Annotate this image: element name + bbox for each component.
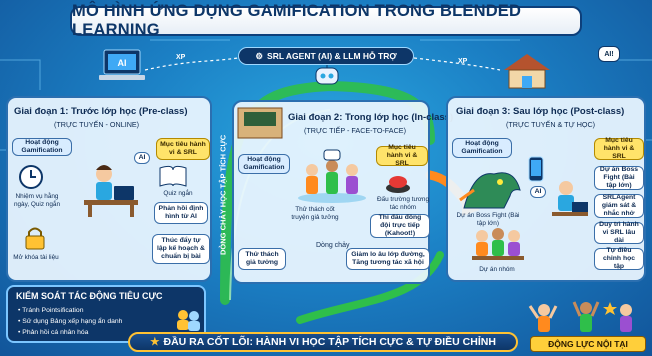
gear-icon: ⚙ — [255, 50, 264, 61]
stage-2-activity-pill: Hoạt động Gamification — [238, 154, 290, 174]
stage-3-persist-pill: Duy trì hành vi SRL lâu dài — [594, 221, 644, 244]
robot-icon — [312, 64, 342, 88]
core-output-banner: ★ ĐẦU RA CỐT LÕI: HÀNH VI HỌC TẬP TÍCH C… — [128, 332, 518, 352]
stage-2-subtitle: (TRỰC TIẾP - FACE-TO-FACE) — [304, 126, 406, 135]
stage-1-quiz-label: Quiz ngắn — [163, 190, 193, 197]
vertical-flow-label: DÒNG CHẢY HỌC TẬP TÍCH CỰC — [218, 134, 228, 256]
stage-3-group-label: Dự án nhóm — [479, 266, 515, 273]
stage-3-self-adjust-pill: Tự điều chỉnh học tập — [594, 247, 644, 270]
srl-agent-banner: ⚙ SRL AGENT (AI) & LLM HỖ TRỢ — [238, 47, 414, 65]
student-laptop-icon — [548, 178, 590, 222]
stage-2-goal-pill: Mục tiêu hành vi & SRL — [376, 144, 428, 167]
stage-3-agent-pill: SRLAgent giám sát & nhắc nhở — [594, 194, 644, 218]
laptop-ai-icon: AI — [98, 48, 146, 82]
stage-2-social-pill: Giảm lo âu lớp đường, Tăng tương tác xã … — [346, 248, 430, 270]
stage-2-teamwork-label: Đấu trường tương tác nhóm — [376, 196, 430, 211]
intrinsic-motivation-badge: ĐỘNG LỰC NỘI TẠI — [530, 336, 646, 352]
phone-icon — [528, 156, 544, 182]
group-project-icon — [468, 226, 528, 264]
stage-2-kahoot-pill: Thi đấu đồng đội trực tiếp (Kahoot!) — [370, 214, 430, 238]
stage-3-goal-pill: Mục tiêu hành vi & SRL — [594, 137, 644, 160]
celebrating-people-icon — [526, 298, 646, 336]
stage-2-story-label: Thử thách cốt truyện giả tưởng — [291, 206, 339, 221]
stage-1-ai-badge: AI — [134, 152, 150, 164]
stage-1-goal-pill: Mục tiêu hành vi & SRL — [156, 138, 210, 160]
negative-item: • Phản hồi cá nhân hóa — [18, 329, 89, 336]
stage-3-subtitle: (TRỰC TUYẾN & TỰ HỌC) — [506, 120, 596, 129]
negative-item-text: Phản hồi cá nhân hóa — [22, 329, 89, 336]
negative-item-text: Sử dụng Bảng xếp hạng ẩn danh — [22, 318, 123, 325]
flow-label: Dòng chảy — [316, 242, 350, 249]
stage-1-subtitle: (TRỰC TUYẾN - ONLINE) — [54, 120, 140, 129]
stage-1-lock-label: Mở khóa tài liệu — [13, 254, 59, 261]
students-group-icon — [294, 148, 370, 204]
stage-2-challenge-pill: Thử thách giả tưởng — [238, 248, 286, 270]
lock-icon — [24, 226, 46, 250]
srl-agent-label: SRL AGENT (AI) & LLM HỖ TRỢ — [267, 51, 397, 61]
negative-item: • Tránh Pointsification — [18, 307, 84, 314]
negative-item: • Sử dụng Bảng xếp hạng ẩn danh — [18, 318, 123, 325]
core-output-text: ĐẦU RA CỐT LÕI: HÀNH VI HỌC TẬP TÍCH CỰC… — [163, 336, 496, 348]
stage-3-boss-pill: Dự án Boss Fight (Bài tập lớn) — [594, 166, 644, 190]
stage-1-feedback-pill: Phản hồi định hình từ AI — [154, 202, 208, 224]
stage-3-ai-badge: AI — [530, 186, 546, 198]
negative-item-text: Tránh Pointsification — [22, 307, 84, 314]
stage-3-activity-pill: Hoạt động Gamification — [452, 138, 512, 158]
book-icon — [158, 164, 188, 188]
stage-1-panel: Giai đoạn 1: Trước lớp học (Pre-class) (… — [6, 96, 212, 282]
stage-3-boss-image-label: Dự án Boss Fight (Bài tập lớn) — [456, 212, 520, 227]
student-desk-icon — [78, 160, 144, 218]
anonymous-users-icon — [174, 307, 202, 333]
stage-1-title: Giai đoạn 1: Trước lớp học (Pre-class) — [14, 106, 188, 117]
flow-arrow-bottom — [296, 251, 444, 324]
star-icon: ★ — [150, 336, 160, 348]
stage-1-activity-pill: Hoạt động Gamification — [12, 138, 72, 156]
svg-text:AI: AI — [118, 58, 127, 68]
stage-3-title: Giai đoạn 3: Sau lớp học (Post-class) — [456, 106, 625, 117]
boss-dragon-icon — [454, 160, 526, 212]
negative-control-title: KIỂM SOÁT TÁC ĐỘNG TIÊU CỰC — [16, 291, 163, 301]
stage-2-panel: Giai đoạn 2: Trong lớp học (In-class) (T… — [232, 100, 453, 284]
stage-2-title: Giai đoạn 2: Trong lớp học (In-class) — [288, 112, 454, 123]
ai-speech-bubble: AI! — [598, 46, 620, 62]
house-icon — [502, 52, 552, 90]
buzzer-icon — [384, 172, 412, 194]
stage-3-panel: Giai đoạn 3: Sau lớp học (Post-class) (T… — [446, 96, 646, 282]
xp-label-right: XP — [458, 58, 468, 65]
stage-1-planning-pill: Thúc đẩy tự lập kế hoạch & chuẩn bị bài — [152, 234, 210, 264]
page-title: MÔ HÌNH ỨNG DỤNG GAMIFICATION TRONG BLEN… — [70, 2, 582, 39]
classroom-icon — [236, 106, 284, 140]
clock-icon — [18, 164, 44, 190]
stage-1-quests-label: Nhiệm vụ hằng ngày, Quiz ngắn — [13, 193, 61, 208]
xp-label-left: XP — [176, 54, 186, 61]
